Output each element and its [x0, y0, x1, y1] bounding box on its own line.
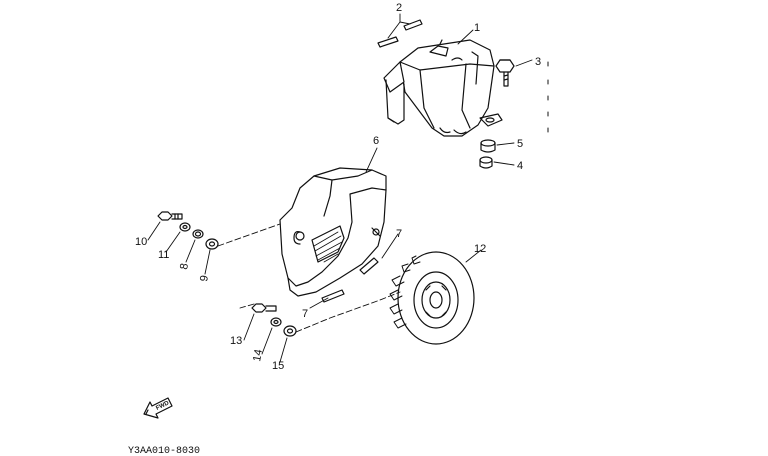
- part-label-4: 4: [517, 160, 523, 172]
- leader-lines: [147, 13, 533, 363]
- part-labels: 1 2 3 4 5 6 7 7 8 9 10 11 12 13 14 15: [135, 2, 541, 372]
- part-label-12: 12: [474, 243, 486, 255]
- dowel-pin-lower: [321, 289, 345, 303]
- part-label-11: 11: [158, 249, 169, 261]
- dowel-pin-upper: [359, 257, 379, 275]
- bolt-13: [251, 303, 277, 313]
- part-label-9: 9: [198, 274, 211, 282]
- alignment-lines: [217, 223, 401, 333]
- fwd-label: FWD: [155, 400, 171, 412]
- part-label-8: 8: [178, 262, 191, 270]
- part-label-10: 10: [135, 236, 147, 248]
- bolt-10: [157, 211, 183, 221]
- washer-11: [179, 222, 191, 232]
- fan-housing: [279, 167, 387, 297]
- bolt-3: [495, 59, 515, 87]
- spacer-8: [192, 229, 204, 239]
- flywheel: [389, 251, 475, 345]
- part-label-15: 15: [272, 360, 284, 372]
- part-label-3: 3: [535, 56, 541, 68]
- pin-pair: [377, 19, 423, 48]
- washer-15: [283, 325, 297, 337]
- part-label-7-upper: 7: [396, 228, 402, 240]
- air-shroud-cover: [383, 39, 503, 137]
- part-label-1: 1: [474, 22, 480, 34]
- nut-4: [479, 156, 493, 169]
- fwd-arrow-icon: [143, 397, 173, 419]
- grommet-9: [205, 238, 219, 250]
- part-label-14: 14: [251, 348, 265, 362]
- part-label-2: 2: [396, 2, 402, 14]
- part-label-6: 6: [373, 135, 379, 147]
- part-label-7-lower: 7: [302, 308, 308, 320]
- washer-14: [270, 317, 282, 327]
- collar-5: [480, 139, 496, 153]
- figure-code: Y3AA010-8030: [128, 446, 200, 456]
- part-label-5: 5: [517, 138, 523, 150]
- part-label-13: 13: [230, 335, 242, 347]
